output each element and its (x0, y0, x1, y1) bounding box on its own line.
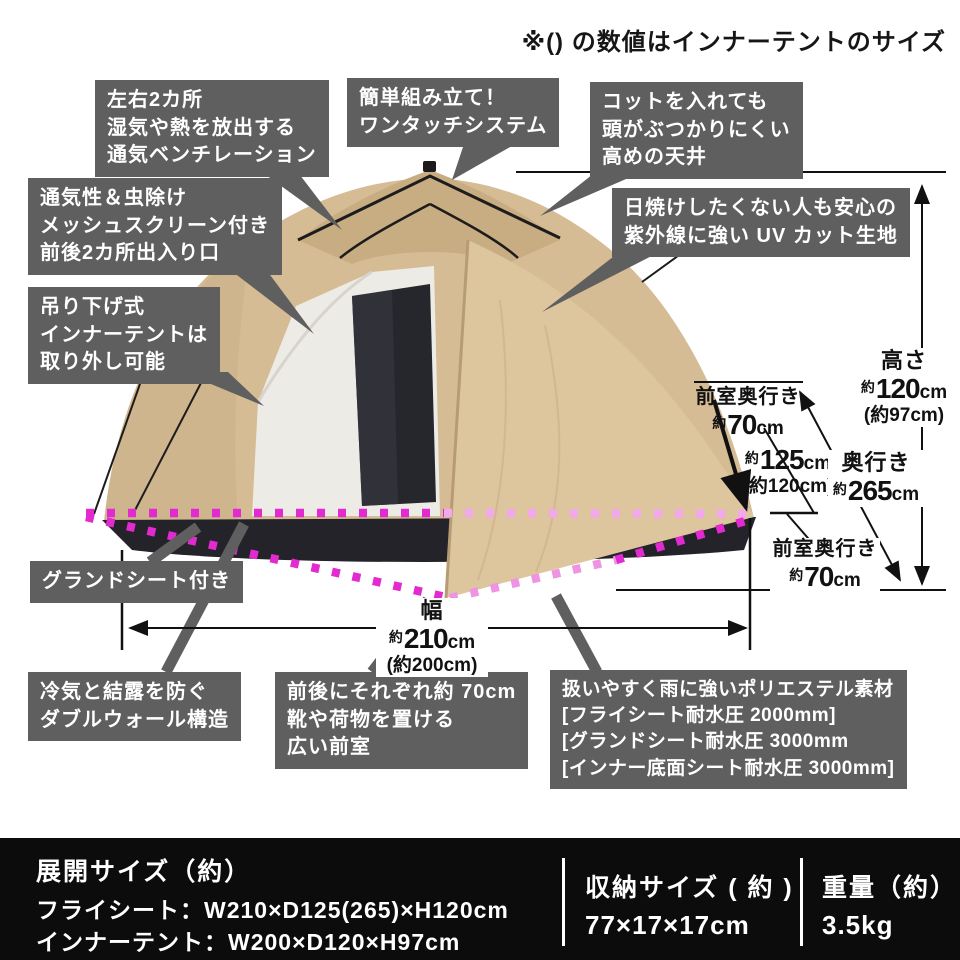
vestibule-crease (444, 239, 470, 599)
tent-top-cap (298, 170, 560, 264)
callout-vent: 左右2カ所 湿気や熱を放出する 通気ベンチレーション (95, 80, 329, 177)
spec-storage-size: 収納サイズ ( 約 ) 77×17×17cm (585, 874, 794, 940)
spec-divider (800, 858, 803, 946)
dim-width: 幅 約210cm (約200cm) (376, 598, 488, 678)
inner-size-note: ※() の数値はインナーテントのサイズ (521, 29, 946, 56)
vestibule-folds (477, 299, 561, 581)
callout-line: 吊り下げ式 (40, 296, 145, 318)
callout-line: 簡単組み立て！ (359, 87, 506, 109)
callout-line: 前後にそれぞれ約 70cm (287, 681, 517, 703)
callout-tails (182, 138, 677, 406)
callout-double-wall: 冷気と結露を防ぐ ダブルウォール構造 (28, 672, 241, 742)
callout-material: 扱いやすく雨に強いポリエステル素材 [フライシート耐水圧 2000mm] [グラ… (550, 670, 907, 789)
callout-line: 日焼けしたくない人も安心の (624, 197, 897, 219)
tent-vestibule-panel (446, 240, 754, 598)
callout-line: 前後2カ所出入り口 (40, 242, 221, 265)
callout-front-room: 前後にそれぞれ約 70cm 靴や荷物を置ける 広い前室 (275, 672, 529, 769)
callout-line: 高めの天井 (602, 146, 707, 169)
dim-vestibule-depth-top: 前室奥行き 約70cm (695, 386, 801, 440)
callout-line: 取り外し可能 (40, 351, 166, 374)
callout-line: 左右2カ所 (107, 89, 204, 111)
callout-line: 扱いやすく雨に強いポリエステル素材 (562, 679, 894, 700)
spec-row-flysheet: フライシート：W210×D125(265)×H120cm (36, 897, 509, 923)
callout-line: [フライシート耐水圧 2000mm] (562, 705, 836, 727)
dim-vestibule-depth-bottom: 前室奥行き 約70cm (770, 538, 880, 594)
callout-uv: 日焼けしたくない人も安心の 紫外線に強い UV カット生地 (612, 188, 910, 258)
inner-tent-fold (256, 270, 373, 403)
callout-line: ワンタッチシステム (359, 114, 548, 137)
callout-line: 冷気と結露を防ぐ (40, 681, 208, 703)
callout-line: [グランドシート耐水圧 3000mm (562, 731, 849, 753)
callout-mesh: 通気性＆虫除け メッシュスクリーン付き 前後2カ所出入り口 (28, 178, 282, 275)
groundsheet-dotted-outline (85, 508, 754, 603)
callout-line: 頭がぶつかりにくい (602, 118, 791, 141)
callout-line: メッシュスクリーン付き (40, 214, 270, 237)
spec-bar: 展開サイズ（約） フライシート：W210×D125(265)×H120cm イン… (0, 838, 960, 960)
callout-line: ダブルウォール構造 (40, 708, 229, 731)
callout-line: 広い前室 (287, 736, 371, 759)
callout-ceiling: コットを入れても 頭がぶつかりにくい 高めの天井 (590, 82, 803, 179)
callout-line: 紫外線に強い UV カット生地 (624, 224, 898, 247)
callout-line: コットを入れても (602, 91, 769, 113)
callout-line: [インナー底面シート耐水圧 3000mm] (562, 757, 895, 779)
callout-line: 通気ベンチレーション (107, 144, 317, 167)
mesh-door-highlight (352, 290, 398, 506)
callout-line: 靴や荷物を置ける (287, 708, 455, 731)
callout-line: インナーテントは (40, 323, 208, 346)
callout-line: 通気性＆虫除け (40, 187, 187, 209)
spec-expanded-size: 展開サイズ（約） フライシート：W210×D125(265)×H120cm イン… (36, 852, 509, 958)
callout-onetouch: 簡単組み立て！ ワンタッチシステム (347, 78, 560, 148)
callout-line: グランドシート付き (42, 570, 231, 592)
spec-divider (562, 858, 565, 946)
ridge-pole (297, 174, 561, 242)
spec-row-innertent: インナーテント：W200×D120×H97cm (36, 929, 461, 956)
callout-line: 湿気や熱を放出する (107, 116, 296, 139)
dim-height: 高さ 約120cm (約97cm) (858, 348, 950, 428)
dim-total-depth: 奥行き 約265cm (828, 450, 924, 508)
callout-inner-tent: 吊り下げ式 インナーテントは 取り外し可能 (28, 287, 220, 384)
pole-hub (423, 161, 436, 172)
spec-weight: 重量（約） 3.5kg (822, 874, 958, 940)
pole-arcs (339, 202, 519, 259)
dim-fly-depth: 約125cm (約120cm) (742, 444, 834, 498)
callout-groundsheet: グランドシート付き (30, 561, 243, 603)
